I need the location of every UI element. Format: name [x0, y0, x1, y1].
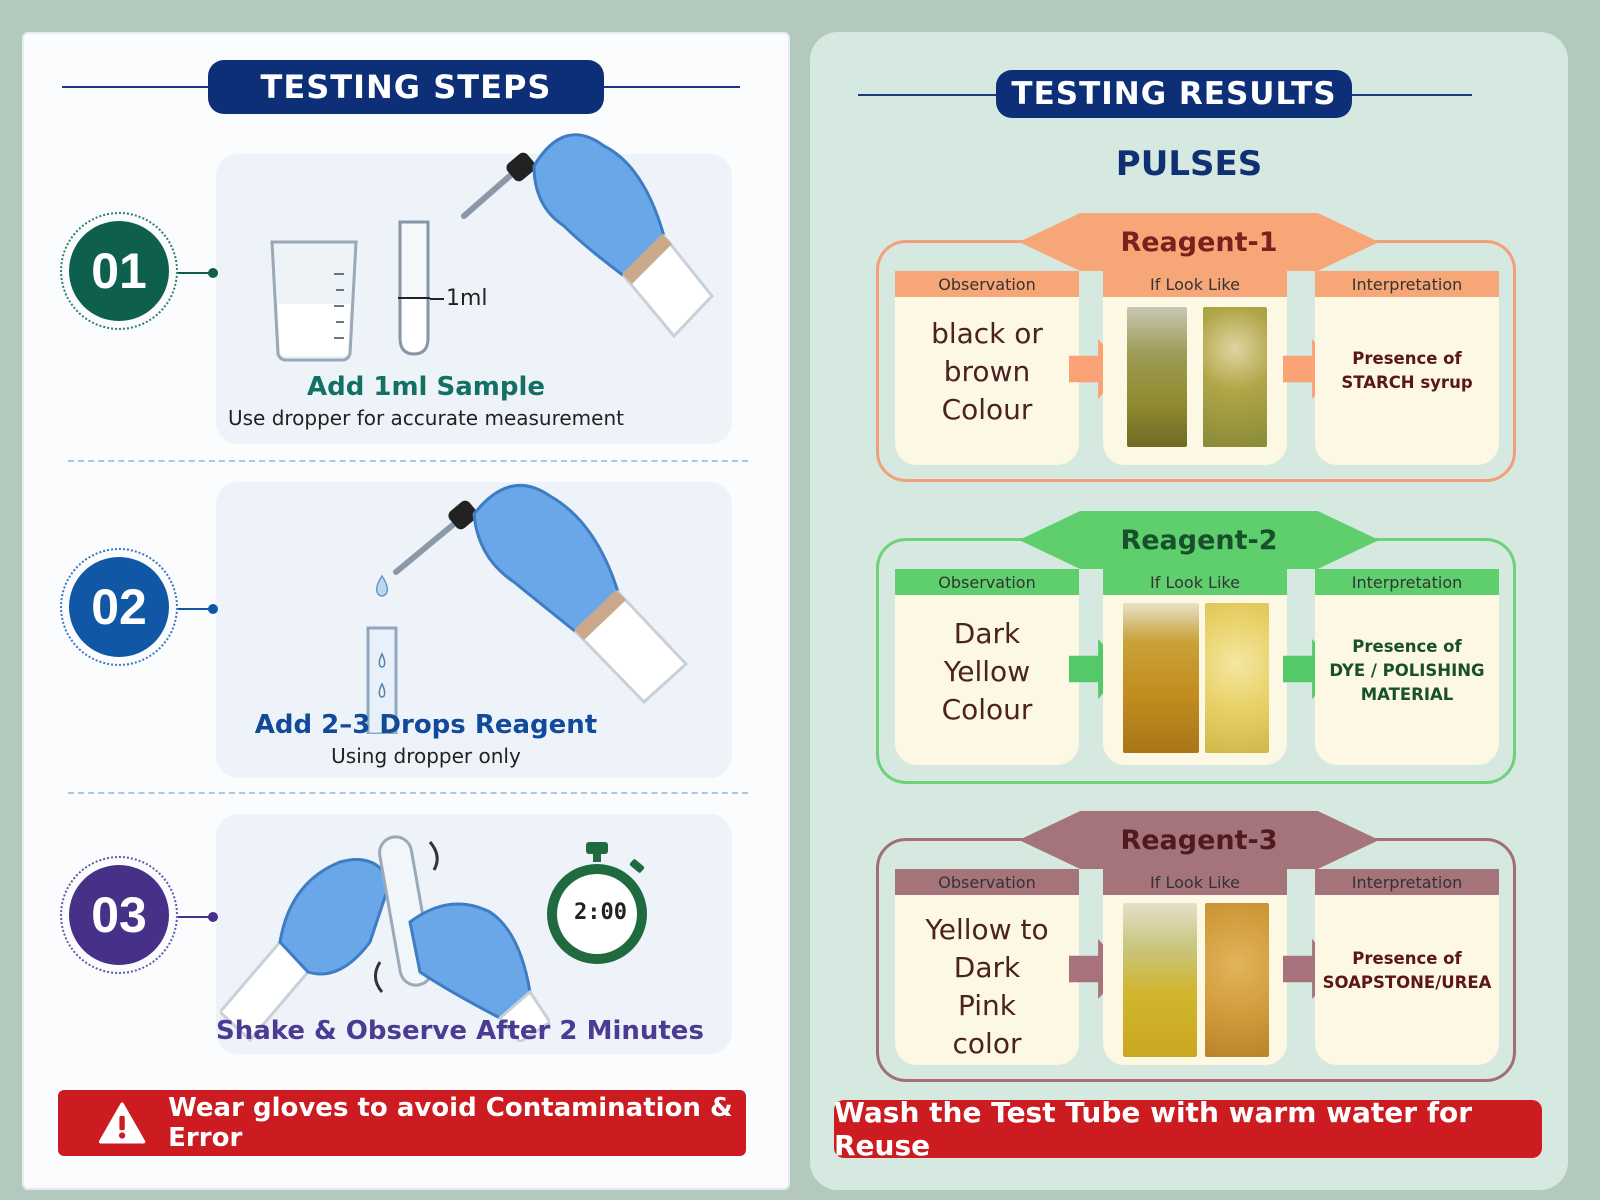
- warning-text: Wear gloves to avoid Contamination & Err…: [168, 1093, 733, 1153]
- reagent-1-tube-photo-1: [1127, 307, 1187, 447]
- gloved-hands-shaking-tube-icon: [220, 835, 550, 1042]
- reagent-1-looklike-header: If Look Like: [1103, 271, 1287, 297]
- step-1-subtitle: Use dropper for accurate measurement: [227, 406, 624, 430]
- drop-icon: [375, 574, 389, 597]
- timer-display: 2:00: [574, 900, 627, 925]
- testing-steps-panel: TESTING STEPS 01 1ml Add 1ml Sample Use …: [22, 32, 790, 1190]
- step-1-title: Add 1ml Sample: [306, 372, 546, 402]
- reagent-1-looklike-col: If Look Like: [1103, 271, 1287, 465]
- reagent-3-looklike-col: If Look Like: [1103, 869, 1287, 1065]
- reagent-1-interpretation-1: Presence of: [1352, 349, 1462, 368]
- testing-steps-title: TESTING STEPS: [208, 60, 604, 114]
- testing-results-title: TESTING RESULTS: [996, 70, 1352, 118]
- reagent-3-interpretation-col: Interpretation Presence of SOAPSTONE/URE…: [1315, 869, 1499, 1065]
- step-separator-1: [68, 460, 748, 462]
- reagent-2-label: Reagent-2: [1019, 511, 1379, 569]
- reagent-2-interpretation-1: Presence of: [1352, 637, 1462, 656]
- reagent-1-block: Reagent-1 Observation black or brown Col…: [876, 213, 1516, 482]
- reagent-2-interpretation-3: MATERIAL: [1360, 685, 1454, 704]
- reagent-1-label: Reagent-1: [1019, 213, 1379, 271]
- step-2-connector: [178, 604, 218, 614]
- reagent-3-observation: Yellow to Dark Pink color: [925, 913, 1049, 1060]
- warning-icon: [98, 1102, 146, 1144]
- reagent-1-observation-col: Observation black or brown Colour: [895, 271, 1079, 465]
- results-rule-left: [858, 94, 1008, 96]
- test-tube-drops-icon: [366, 626, 398, 734]
- gloved-hand-dropper-icon-2: [393, 483, 689, 704]
- reagent-2-interpretation-header: Interpretation: [1315, 569, 1499, 595]
- reagent-3-tube-photo-2: [1205, 903, 1269, 1057]
- header-rule-left: [62, 86, 212, 88]
- step-3-connector: [178, 912, 218, 922]
- step-2-badge: 02: [60, 548, 178, 666]
- step-1-badge: 01: [60, 212, 178, 330]
- reagent-3-looklike-header: If Look Like: [1103, 869, 1287, 895]
- gloved-hand-dropper-icon: [461, 133, 714, 339]
- step-2-title: Add 2–3 Drops Reagent: [254, 710, 598, 740]
- reagent-2-observation-header: Observation: [895, 569, 1079, 595]
- warning-banner: Wear gloves to avoid Contamination & Err…: [58, 1090, 746, 1156]
- reagent-2-tube-photo-2: [1205, 603, 1269, 753]
- step-3-badge: 03: [60, 856, 178, 974]
- step-separator-2: [68, 792, 748, 794]
- stopwatch-icon: [547, 842, 647, 964]
- step-3-title: Shake & Observe After 2 Minutes: [216, 1016, 704, 1046]
- reagent-1-observation-header: Observation: [895, 271, 1079, 297]
- measure-line: [430, 298, 444, 300]
- reagent-3-interpretation-header: Interpretation: [1315, 869, 1499, 895]
- reagent-1-interpretation-header: Interpretation: [1315, 271, 1499, 297]
- wash-instruction-banner: Wash the Test Tube with warm water for R…: [834, 1096, 1542, 1162]
- reagent-2-looklike-col: If Look Like: [1103, 569, 1287, 765]
- reagent-1-observation: black or brown Colour: [931, 317, 1043, 426]
- reagent-3-interpretation-2: SOAPSTONE/UREA: [1322, 973, 1492, 992]
- pulses-subtitle: PULSES: [1115, 144, 1263, 184]
- reagent-3-tube-photo-1: [1123, 903, 1197, 1057]
- reagent-3-label: Reagent-3: [1019, 811, 1379, 869]
- step-1-number: 01: [69, 221, 169, 321]
- reagent-2-looklike-header: If Look Like: [1103, 569, 1287, 595]
- step-1-connector: [178, 268, 218, 278]
- step-2-number: 02: [69, 557, 169, 657]
- step-2-subtitle: Using dropper only: [331, 744, 521, 768]
- test-tube-icon: [398, 220, 430, 356]
- reagent-1-interpretation-2: STARCH syrup: [1341, 373, 1473, 392]
- reagent-2-interpretation-col: Interpretation Presence of DYE / POLISHI…: [1315, 569, 1499, 765]
- reagent-2-interpretation-2: DYE / POLISHING: [1329, 661, 1485, 680]
- header-rule-right: [602, 86, 740, 88]
- reagent-3-block: Reagent-3 Observation Yellow to Dark Pin…: [876, 811, 1516, 1082]
- reagent-1-interpretation-col: Interpretation Presence of STARCH syrup: [1315, 271, 1499, 465]
- reagent-3-interpretation-1: Presence of: [1352, 949, 1462, 968]
- beaker-icon: [270, 240, 358, 362]
- reagent-2-tube-photo-1: [1123, 603, 1199, 753]
- reagent-3-observation-header: Observation: [895, 869, 1079, 895]
- results-rule-right: [1346, 94, 1472, 96]
- reagent-2-observation-col: Observation Dark Yellow Colour: [895, 569, 1079, 765]
- reagent-3-observation-col: Observation Yellow to Dark Pink color: [895, 869, 1079, 1065]
- reagent-2-block: Reagent-2 Observation Dark Yellow Colour…: [876, 511, 1516, 784]
- reagent-1-tube-photo-2: [1203, 307, 1267, 447]
- tube-label: 1ml: [446, 286, 488, 311]
- step-3-number: 03: [69, 865, 169, 965]
- testing-results-panel: TESTING RESULTS PULSES Reagent-1 Observa…: [810, 32, 1568, 1190]
- reagent-2-observation: Dark Yellow Colour: [941, 617, 1033, 726]
